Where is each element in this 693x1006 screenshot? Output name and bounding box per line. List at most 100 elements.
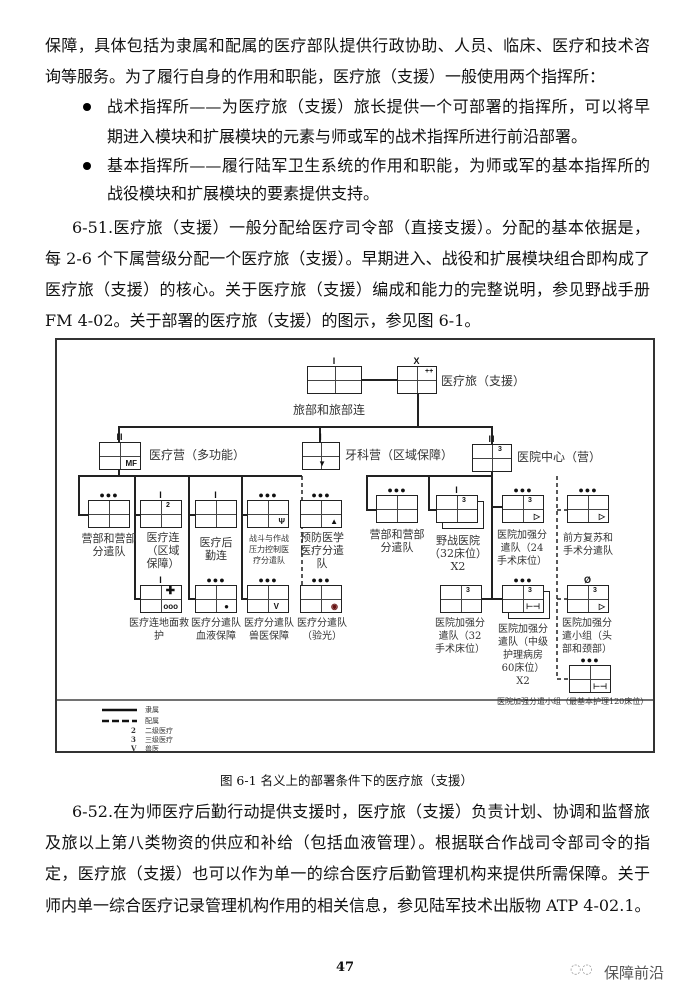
text-line: 期进入模块和扩展模块的元素与师或军的战术指挥所进行前沿部署。 (107, 127, 588, 146)
text-line: 6-52.在为师医疗后勤行动提供支援时，医疗旅（支援）负责计划、协调和监督旅 (72, 802, 650, 821)
label-blood: 医疗分遣队血液保障 (191, 618, 241, 642)
echelon-mark: ●●● (578, 485, 598, 495)
surgery-icon: ▷ (533, 512, 540, 521)
bed-icon: ⊢⊣ (593, 682, 607, 691)
text-line: 战术指挥所——为医疗旅（支援）旅长提供一个可部署的指挥所，可以将早 (107, 97, 650, 116)
label-hospital-center: 医院中心（营） (517, 450, 602, 464)
unit-aug24: ●●● 3 ▷ (502, 485, 544, 523)
label-med-log-co: 医疗后勤连 (199, 536, 233, 562)
modifier-mark: ++ (425, 368, 434, 375)
label-head-neck: 医院加强分遣小组（头部和颈部） (562, 618, 612, 655)
legend-mark: 2 (131, 726, 136, 735)
text-line: 6-51.医疗旅（支援）一般分配给医疗司令部（直接支援）。分配的基本依据是， (72, 218, 650, 237)
echelon-mark: X (413, 356, 421, 366)
cross-icon: ✚ (165, 585, 175, 597)
legend-item: 配属 (145, 717, 159, 725)
unit-prev-med: ●●● ▲ (300, 490, 342, 528)
label-hhd1: 营部和营部分遣队 (81, 532, 137, 558)
label-med-bn: 医疗营（多功能） (149, 448, 246, 462)
label-prev-med: 预防医学医疗分遣队 (300, 531, 344, 570)
role-mark: 2 (166, 502, 170, 509)
echelon-mark: ●●● (387, 485, 407, 495)
echelon-mark: ●●● (311, 490, 331, 500)
bed-icon: ⊢⊣ (526, 602, 540, 611)
role-mark: 3 (462, 497, 466, 504)
echelon-mark: ●●● (258, 490, 278, 500)
label-aug24: 医院加强分遣队（24手术床位） (497, 530, 547, 567)
label-field-hosp: 野战医院（32床位）X2 (429, 534, 487, 573)
legend-mark: 3 (131, 735, 136, 744)
echelon-mark: ●●● (513, 575, 533, 585)
label-med-co: 医疗连（区域保障） (146, 531, 180, 570)
echelon-mark: I (159, 490, 163, 500)
text-line: 定，医疗旅（支援）也可以作为单一的综合医疗后勤管理机构来提供所需保障。关于 (45, 864, 650, 883)
legend-item: 兽医 (145, 745, 159, 753)
unit-dental-bn: I▼ (302, 432, 340, 470)
label-aug120: 医院加强分遣小组（最基本护理120床位） (497, 697, 649, 706)
unit-blood: ●●●● (195, 575, 237, 613)
mf-mark: MF (125, 459, 137, 468)
text-line: 基本指挥所——履行陆军卫生系统的作用和职能，为师或军的基本指挥所的 (107, 156, 650, 175)
unit-ground-amb: I✚ooo (140, 575, 182, 613)
connector-lines (57, 379, 653, 723)
unit-hhd2: ●●● (376, 485, 418, 523)
legend-mark: V (131, 744, 137, 753)
echelon-mark: ●●● (580, 655, 600, 665)
label-cosc: 战斗与作战压力控制医疗分遣队 (249, 534, 289, 565)
text-line: FM 4-02。关于部署的医疗旅（支援）的图示，参见图 6-1。 (45, 311, 481, 330)
bullet-icon (83, 103, 91, 111)
echelon-mark: ●●● (258, 575, 278, 585)
text-line: 医疗旅（支援）的核心。关于医疗旅（支援）编成和能力的完整说明，参见野战手册 (45, 280, 650, 299)
echelon-mark: I (319, 432, 323, 442)
label-hq: 旅部和旅部连 (293, 403, 366, 417)
wheels-mark: ooo (163, 602, 178, 611)
legend-item: 隶属 (145, 706, 159, 714)
unit-brigade: X ++ (397, 356, 437, 394)
text-line: 及旅以上第八类物资的供应和补给（包括血液管理）。根据联合作战司令部司令的指 (45, 833, 650, 852)
eye-icon: ◉ (331, 602, 338, 611)
surgery-icon: ▷ (598, 602, 605, 611)
label-vet: 医疗分遣队兽医保障 (244, 618, 294, 642)
page-number: 47 (336, 960, 355, 975)
label-brigade: 医疗旅（支援） (441, 374, 526, 388)
unit-aug60: ●●●3⊢⊣ (502, 575, 544, 613)
unit-med-log-co: I (195, 490, 237, 528)
label-frst: 前方复苏和手术分遣队 (563, 533, 613, 557)
unit-frst: ●●● ▷ (567, 485, 609, 523)
text-line: 战役模块和扩展模块的要素提供支持。 (107, 184, 380, 203)
label-aug32: 医院加强分遣队（32手术床位） (435, 618, 485, 655)
echelon-mark: ●●● (99, 490, 119, 500)
label-hhd2: 营部和营部分遣队 (369, 528, 425, 554)
echelon-mark: Ø (583, 575, 592, 585)
surgery-icon: ▷ (598, 512, 605, 521)
label-dental-bn: 牙科营（区域保障） (345, 448, 454, 462)
echelon-mark: ●●● (513, 485, 533, 495)
vet-mark: V (273, 602, 279, 611)
echelon-mark: II (488, 434, 496, 444)
psi-icon: Ψ (278, 517, 285, 526)
text-line: 每 2-6 个下属营级分配一个医疗旅（支援）。早期进入、战役和扩展模块组合即构成… (45, 249, 650, 268)
echelon-mark: ●●● (311, 575, 331, 585)
triangle-icon: ▲ (330, 517, 338, 526)
role-mark: 3 (466, 587, 470, 594)
unit-hhd1: ●●● (88, 490, 130, 528)
text-line: 保障，具体包括为隶属和配属的医疗部队提供行政协助、人员、临床、医疗和技术咨 (45, 36, 650, 55)
tooth-icon: ▼ (318, 459, 326, 468)
unit-aug32: 3 (440, 585, 482, 613)
unit-hq: I (307, 356, 362, 394)
unit-aug120: ●●● ⊢⊣ (569, 655, 611, 693)
bullet-icon (83, 162, 91, 170)
legend-item: 三级医疗 (145, 736, 173, 744)
echelon-mark: II (116, 432, 124, 442)
echelon-mark: I (214, 490, 218, 500)
role-mark: 3 (528, 497, 532, 504)
echelon-mark: I (455, 485, 459, 495)
legend-item: 二级医疗 (145, 727, 173, 735)
role-mark: 3 (498, 446, 502, 453)
text-line: 师内单一综合医疗记录管理机构作用的相关信息，参见陆军技术出版物 ATP 4-02… (45, 896, 651, 915)
